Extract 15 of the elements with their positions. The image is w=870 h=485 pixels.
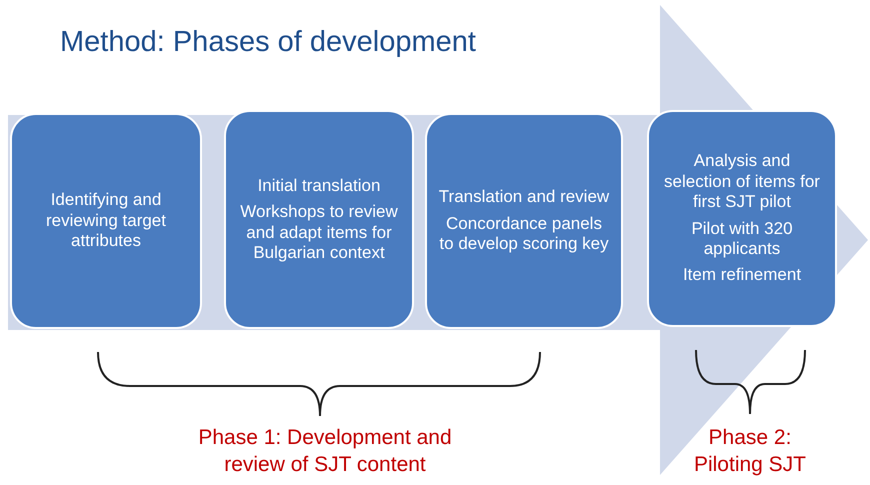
process-box [10, 113, 202, 329]
box-text: Translation and review [438, 187, 610, 208]
box-text: Analysis and selection of items for first SJT pilot [663, 151, 821, 212]
phase-label: Phase 2: Piloting SJT [692, 425, 808, 478]
process-box [647, 110, 837, 327]
box-text: Initial translation [258, 176, 380, 196]
title: Method: Phases of development [60, 26, 476, 59]
box-text: Identifying and reviewing target attributes [44, 190, 167, 252]
box-text: Workshops to review and adapt items for Bulgarian context [239, 202, 399, 264]
box-text: Item refinement [682, 265, 802, 286]
box-text: Pilot with 320 applicants [690, 218, 794, 260]
phase-label: Phase 1: Development and review of SJT content [197, 425, 453, 478]
box-text: Concordance panels to develop scoring key [438, 214, 610, 255]
process-box [224, 110, 414, 329]
process-box [425, 113, 623, 329]
